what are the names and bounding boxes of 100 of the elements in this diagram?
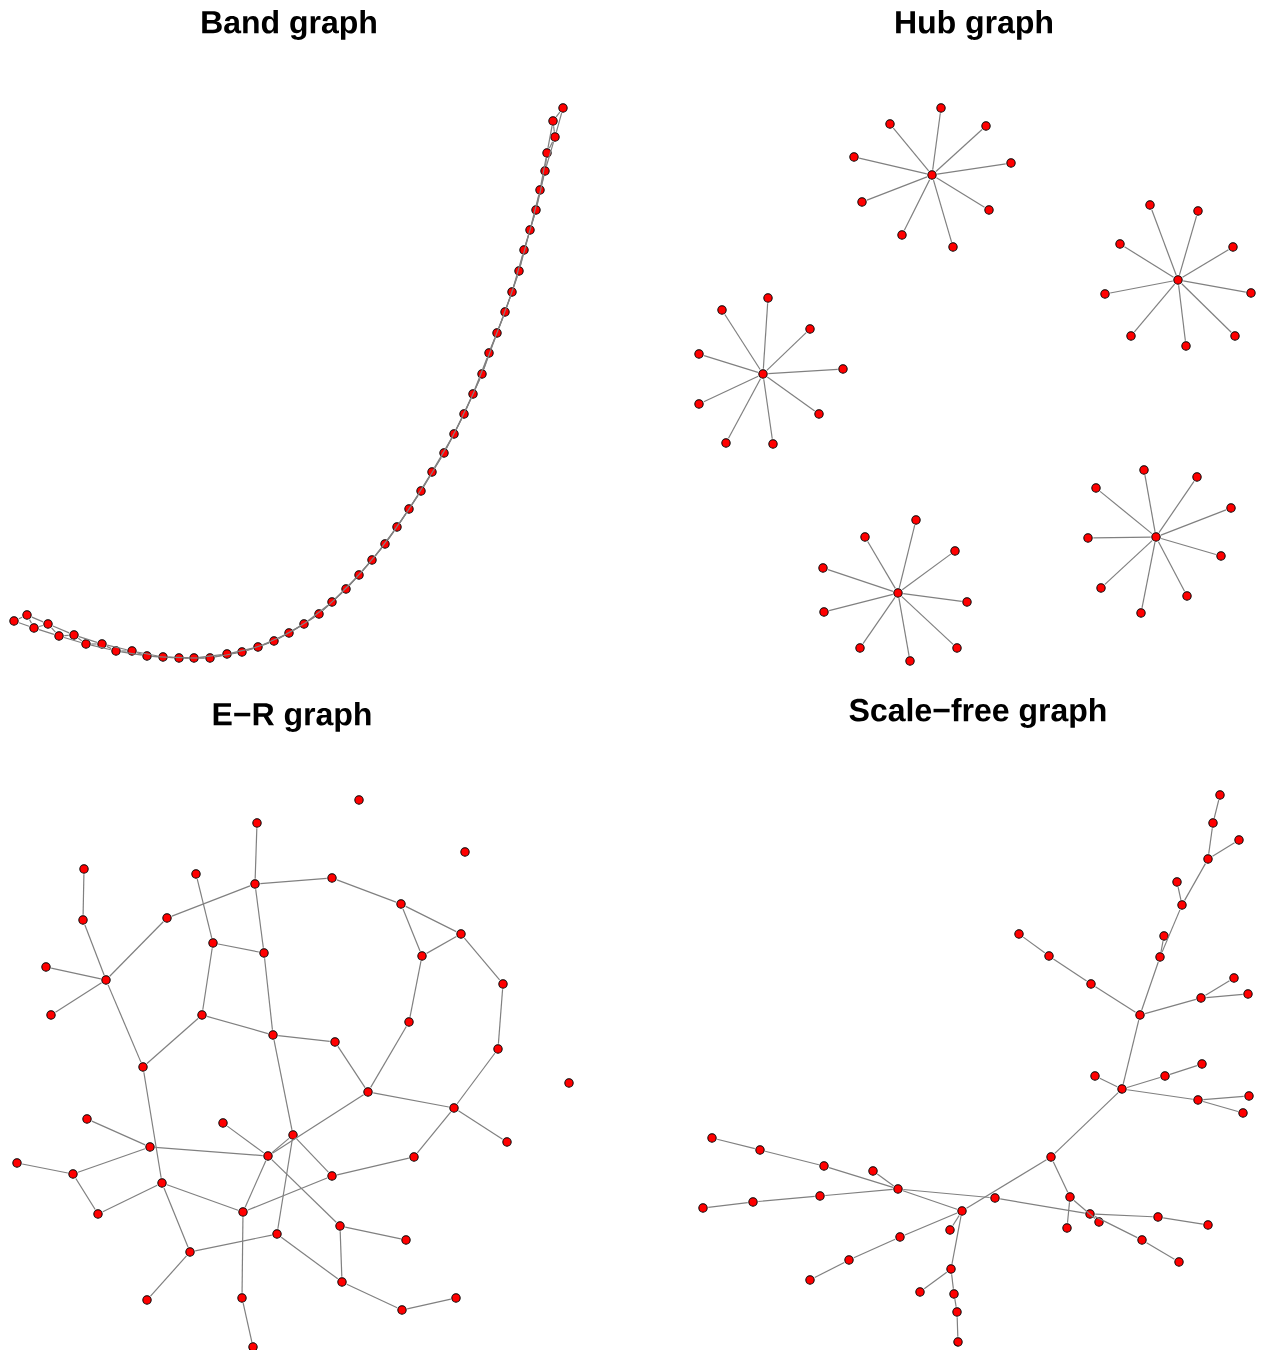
graph-node [1085, 1209, 1095, 1219]
graph-edge [474, 357, 488, 390]
graph-node [145, 1142, 155, 1152]
graph-edge [1204, 980, 1231, 996]
graph-node [1145, 200, 1155, 210]
graph-node [927, 170, 937, 180]
graph-edge [102, 1184, 158, 1213]
graph-edge [337, 1045, 366, 1089]
graph-node [191, 869, 201, 879]
graph-node [911, 515, 921, 525]
graph-node [237, 647, 247, 657]
graph-edge [1151, 209, 1177, 276]
graph-edge [307, 604, 329, 622]
graph-node [397, 1305, 407, 1315]
graph-node [558, 103, 568, 113]
graph-node [721, 438, 731, 448]
graph-node [1006, 158, 1016, 168]
graph-node [819, 1161, 829, 1171]
graph-edge [402, 908, 421, 952]
graph-edge [136, 651, 159, 657]
graph-edge [935, 177, 986, 208]
graph-node [327, 873, 337, 883]
graph-edge [1104, 540, 1153, 585]
graph-node [493, 1044, 503, 1054]
graph-edge [271, 1094, 365, 1154]
graph-node [1234, 835, 1244, 845]
graph-edge [163, 1187, 189, 1248]
graph-edge [280, 1236, 339, 1280]
graph-edge [18, 616, 23, 620]
graph-node [1216, 551, 1226, 561]
graph-edge [703, 354, 759, 373]
graph-edge [434, 437, 452, 468]
graph-edge [278, 634, 285, 640]
graph-node [1014, 929, 1024, 939]
graph-edge [171, 885, 251, 917]
graph-edge [512, 254, 524, 288]
graph-node [460, 847, 470, 857]
graph-node [945, 1225, 955, 1235]
graph-edge [242, 1302, 253, 1343]
graph-node [844, 1255, 854, 1265]
graph-node [396, 899, 406, 909]
graph-node [698, 1203, 708, 1213]
graph-node [1046, 1152, 1056, 1162]
graph-edge [858, 157, 928, 175]
graph-edge [727, 378, 762, 439]
graph-edge [1094, 1213, 1154, 1218]
graph-node [363, 1087, 373, 1097]
graph-node [1203, 1220, 1213, 1230]
graph-node [299, 619, 309, 629]
graph-node [41, 962, 51, 972]
graph-edge [151, 655, 175, 659]
graph-edge [766, 376, 816, 412]
graph-node [54, 631, 64, 641]
graph-edge [346, 1283, 398, 1309]
graph-node [815, 1191, 825, 1201]
graph-edge [545, 141, 555, 167]
graph-edge [348, 563, 370, 586]
graph-edge [273, 1039, 293, 1131]
graph-node [768, 439, 778, 449]
graph-edge [553, 125, 555, 133]
graph-edge [951, 1273, 954, 1290]
graph-edge [90, 644, 112, 651]
graph-node [540, 166, 550, 176]
graph-edge [202, 947, 213, 1011]
graph-node [1181, 341, 1191, 351]
graph-node [1086, 979, 1096, 989]
graph-node [1192, 472, 1202, 482]
graph-node [354, 570, 364, 580]
graph-node [694, 349, 704, 359]
graph-edge [226, 1125, 265, 1154]
graph-edge [547, 125, 553, 149]
graph-edge [50, 967, 102, 980]
graph-edge [703, 375, 759, 403]
graph-node [1174, 1257, 1184, 1267]
graph-edge [457, 1110, 504, 1140]
graph-edge [1123, 246, 1175, 278]
graph-edge [902, 593, 963, 602]
graph-edge [1169, 1065, 1198, 1075]
graph-edge [862, 596, 896, 645]
graph-edge [247, 1177, 328, 1211]
graph-edge [372, 1092, 450, 1108]
graph-edge [540, 157, 547, 186]
graph-edge [724, 313, 761, 371]
graph-node [748, 1197, 758, 1207]
graph-edge [1126, 1076, 1161, 1089]
graph-node [142, 1295, 152, 1305]
graph-edge [241, 1216, 244, 1294]
graph-edge [1160, 940, 1164, 953]
graph-node [500, 307, 510, 317]
graph-node [416, 486, 426, 496]
graph-node [111, 646, 121, 656]
graph-edge [1211, 842, 1236, 857]
graph-node [417, 951, 427, 961]
graph-edge [1073, 1199, 1096, 1220]
graph-edge [336, 1157, 410, 1176]
graph-edge [757, 1195, 816, 1203]
graph-node [498, 979, 508, 989]
graph-edge [77, 1148, 146, 1173]
graph-node [550, 132, 560, 142]
graph-node [1126, 331, 1136, 341]
